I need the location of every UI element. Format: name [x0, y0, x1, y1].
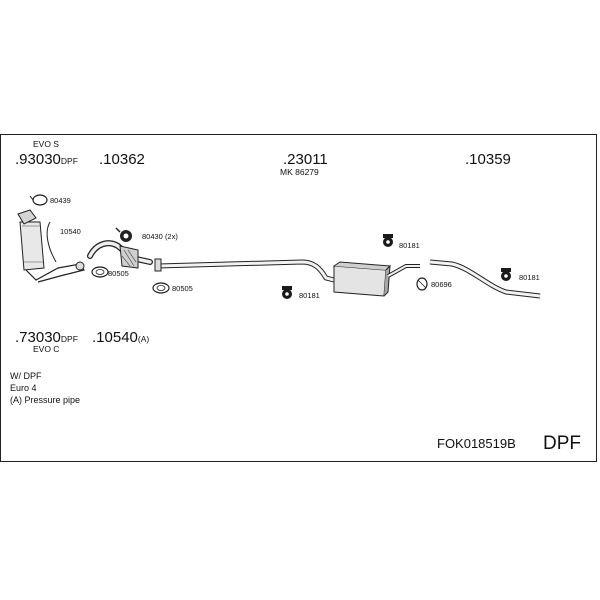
- part-10359-label[interactable]: .10359: [465, 151, 511, 168]
- callout-80181[interactable]: 80181: [519, 273, 540, 282]
- part-93030-label[interactable]: .93030DPF: [15, 152, 78, 167]
- part-23011-ref: MK 86279: [280, 167, 319, 177]
- part-suffix: DPF: [60, 156, 78, 166]
- note-line: Euro 4: [10, 383, 37, 393]
- variant-top-label: EVO S: [33, 139, 59, 149]
- rear-pipe-part[interactable]: [429, 259, 541, 299]
- clamp-80430-part[interactable]: [115, 227, 132, 242]
- muffler-part[interactable]: [333, 261, 420, 297]
- callout-80439[interactable]: 80439: [50, 196, 71, 205]
- callout-10540[interactable]: 10540: [60, 227, 81, 236]
- gasket-80505-part[interactable]: [152, 282, 170, 294]
- middle-pipe-part[interactable]: [154, 258, 335, 283]
- part-73030-label[interactable]: .73030DPF: [15, 330, 78, 345]
- kit-code: FOK018519B: [437, 436, 516, 451]
- part-10362-label[interactable]: .10362: [99, 151, 145, 168]
- diagram-frame: [0, 134, 597, 462]
- callout-80430[interactable]: 80430 (2x): [142, 232, 178, 241]
- callout-80181[interactable]: 80181: [399, 241, 420, 250]
- pressure-pipe-part[interactable]: [46, 221, 57, 263]
- callout-80181[interactable]: 80181: [299, 291, 320, 300]
- part-suffix: (A): [137, 334, 150, 344]
- part-23011-label[interactable]: .23011: [283, 151, 328, 168]
- rubber-80696-part[interactable]: [416, 277, 428, 291]
- variant-bottom-label: EVO C: [33, 344, 60, 354]
- callout-80505[interactable]: 80505: [172, 284, 193, 293]
- part-suffix: DPF: [60, 334, 78, 344]
- dpf-badge: DPF: [543, 433, 581, 454]
- note-line: (A) Pressure pipe: [10, 395, 81, 405]
- hanger-80181-part[interactable]: [501, 268, 511, 281]
- part-number: .10540: [92, 329, 138, 346]
- front-pipe-part[interactable]: [87, 240, 153, 269]
- part-10540-label[interactable]: .10540(A): [92, 330, 149, 345]
- note-line: W/ DPF: [10, 371, 42, 381]
- clamp-80439-part[interactable]: [29, 194, 48, 206]
- part-number: .73030: [15, 329, 61, 346]
- hanger-80181-part[interactable]: [282, 286, 292, 299]
- dpf-filter-part[interactable]: [17, 209, 85, 283]
- gasket-80505-part[interactable]: [91, 266, 109, 278]
- callout-80505[interactable]: 80505: [108, 269, 129, 278]
- part-number: .93030: [15, 151, 61, 168]
- callout-80696[interactable]: 80696: [431, 280, 452, 289]
- hanger-80181-part[interactable]: [383, 234, 393, 247]
